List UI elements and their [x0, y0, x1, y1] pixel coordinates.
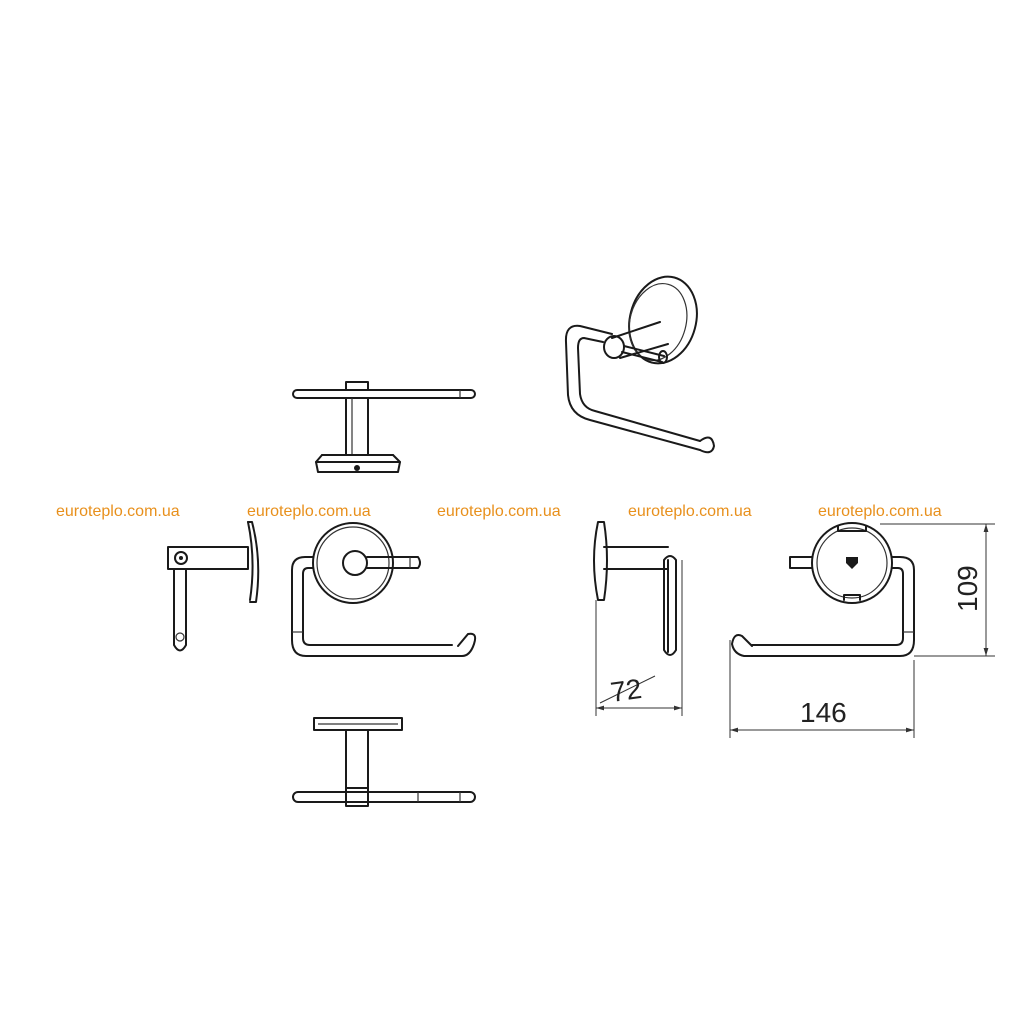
watermark-text: euroteplo.com.ua [437, 503, 561, 520]
top-view [292, 381, 476, 473]
right-side-view: 72 [593, 521, 683, 716]
front-view [291, 522, 477, 657]
height-dimension-label: 109 [952, 565, 983, 612]
watermark-text: euroteplo.com.ua [247, 503, 371, 520]
depth-dimension-label: 72 [609, 673, 644, 708]
watermark-text: euroteplo.com.ua [628, 503, 752, 520]
watermark-text: euroteplo.com.ua [56, 503, 180, 520]
watermark-row: euroteplo.com.ua euroteplo.com.ua eurote… [56, 503, 942, 520]
isometric-view [564, 275, 715, 454]
bottom-view [292, 717, 476, 807]
left-side-view [167, 521, 260, 652]
watermark-text: euroteplo.com.ua [818, 503, 942, 520]
rear-view: 146 109 [729, 522, 995, 738]
width-dimension-label: 146 [800, 697, 847, 728]
